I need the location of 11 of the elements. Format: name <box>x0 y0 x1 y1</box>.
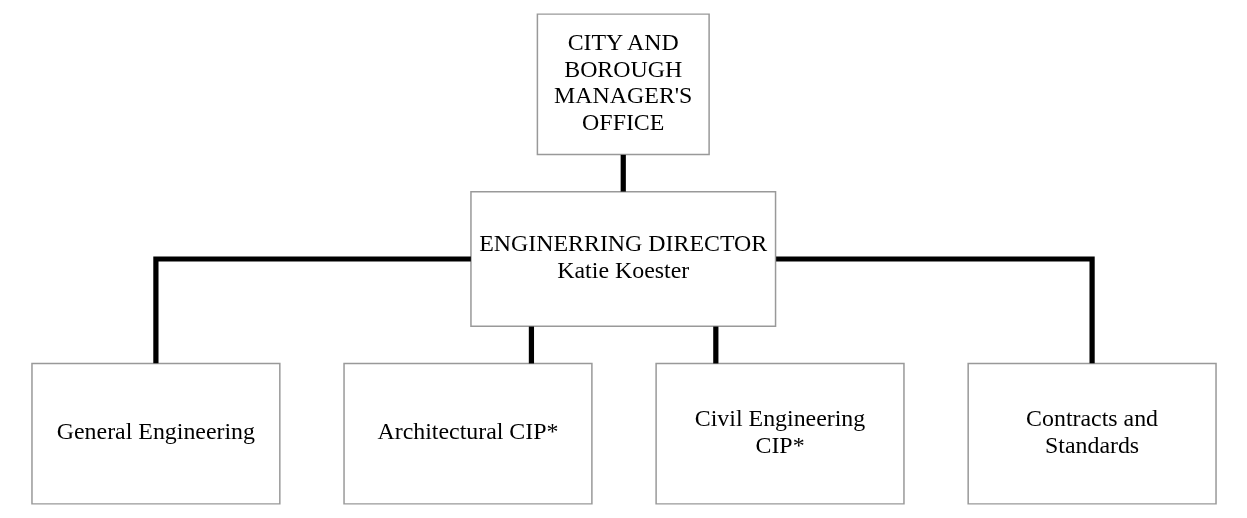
connector <box>712 326 718 364</box>
node-box: Civil Engineering CIP* <box>654 362 905 505</box>
node-box: Architectural CIP* <box>342 362 593 505</box>
connector <box>620 154 626 192</box>
connector <box>775 256 1095 364</box>
node-box: General Engineering <box>30 362 281 505</box>
connector <box>152 256 471 364</box>
node-box: Contracts and Standards <box>966 362 1217 505</box>
node-box: CITY AND BOROUGH MANAGER'S OFFICE <box>536 13 710 156</box>
node-box: ENGINERRING DIRECTOR Katie Koester <box>469 191 776 327</box>
connector <box>528 326 534 364</box>
